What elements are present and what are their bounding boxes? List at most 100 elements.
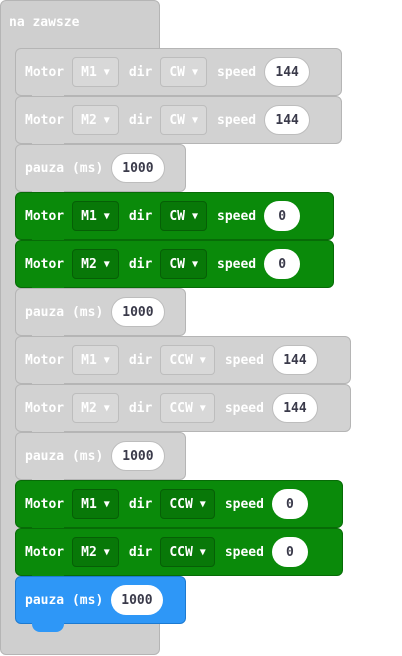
pause-ms-input[interactable]: 1000 — [111, 585, 163, 615]
motor-label: Motor — [25, 208, 65, 224]
dir-select-value: CW — [169, 208, 185, 224]
speed-label: speed — [217, 64, 257, 80]
dropdown-arrow-icon: ▼ — [103, 498, 110, 510]
dir-select[interactable]: CCW▼ — [160, 393, 215, 423]
dropdown-arrow-icon: ▼ — [199, 354, 206, 366]
speed-input[interactable]: 144 — [271, 345, 318, 375]
dropdown-arrow-icon: ▼ — [103, 402, 110, 414]
dir-label: dir — [128, 400, 153, 416]
speed-label: speed — [217, 112, 257, 128]
motor-block[interactable]: Motor M1 ▼ dir CW ▼ speed 144 — [15, 48, 342, 104]
motor-block[interactable]: Motor M2 ▼ dir CW ▼ speed 144 — [15, 96, 342, 152]
dir-select[interactable]: CW ▼ — [160, 105, 207, 135]
motor-select[interactable]: M1 ▼ — [72, 201, 119, 231]
dropdown-arrow-icon: ▼ — [191, 258, 198, 270]
dropdown-arrow-icon: ▼ — [103, 354, 110, 366]
dir-select-value: CW — [169, 256, 185, 272]
motor-block[interactable]: Motor M2 ▼ dir CCW ▼ speed 0 — [15, 528, 343, 584]
motor-select-value: M1 — [81, 64, 97, 80]
dropdown-arrow-icon: ▼ — [191, 66, 198, 78]
speed-input[interactable]: 0 — [271, 537, 308, 567]
motor-select[interactable]: M1 ▼ — [72, 57, 119, 87]
dir-label: dir — [128, 496, 153, 512]
speed-input[interactable]: 144 — [264, 57, 311, 87]
dir-label: dir — [128, 256, 153, 272]
motor-block[interactable]: Motor M1 ▼ dir CW ▼ speed 0 — [15, 192, 334, 248]
dir-label: dir — [128, 352, 153, 368]
dropdown-arrow-icon: ▼ — [199, 546, 206, 558]
dropdown-arrow-icon: ▼ — [103, 546, 110, 558]
motor-select-value: M2 — [81, 400, 97, 416]
dir-select-value: CW — [169, 112, 185, 128]
motor-block[interactable]: Motor M2 ▼ dir CW ▼ speed 0 — [15, 240, 334, 296]
dropdown-arrow-icon: ▼ — [199, 402, 206, 414]
pause-block[interactable]: pauza (ms) 1000 — [15, 576, 186, 632]
motor-select-value: M2 — [81, 256, 97, 272]
speed-input[interactable]: 0 — [264, 201, 301, 231]
dir-label: dir — [128, 544, 153, 560]
speed-label: speed — [224, 400, 264, 416]
pause-ms-input[interactable]: 1000 — [111, 153, 165, 183]
dropdown-arrow-icon: ▼ — [199, 498, 206, 510]
dir-select-value: CCW — [169, 496, 193, 512]
motor-block[interactable]: Motor M2 ▼ dir CCW▼ speed 144 — [15, 384, 351, 440]
motor-select[interactable]: M2 ▼ — [72, 393, 119, 423]
pause-block[interactable]: pauza (ms) 1000 — [15, 432, 186, 488]
speed-label: speed — [224, 352, 264, 368]
motor-label: Motor — [25, 112, 65, 128]
motor-select[interactable]: M1 ▼ — [72, 345, 119, 375]
dir-select[interactable]: CCW ▼ — [160, 345, 215, 375]
speed-input[interactable]: 144 — [271, 393, 318, 423]
dir-select-value: CW — [169, 64, 185, 80]
speed-input[interactable]: 0 — [264, 249, 301, 279]
motor-select-value: M1 — [81, 352, 97, 368]
motor-label: Motor — [25, 352, 65, 368]
pause-label: pauza (ms) — [25, 160, 104, 176]
dropdown-arrow-icon: ▼ — [191, 114, 198, 126]
motor-label: Motor — [25, 64, 65, 80]
motor-label: Motor — [25, 496, 65, 512]
dir-select[interactable]: CCW ▼ — [160, 537, 215, 567]
dropdown-arrow-icon: ▼ — [103, 114, 110, 126]
motor-label: Motor — [25, 256, 65, 272]
motor-select[interactable]: M2 ▼ — [72, 537, 119, 567]
dropdown-arrow-icon: ▼ — [103, 66, 110, 78]
pause-ms-input[interactable]: 1000 — [111, 297, 165, 327]
motor-select-value: M1 — [81, 496, 97, 512]
dir-label: dir — [128, 112, 153, 128]
dir-select[interactable]: CW ▼ — [160, 201, 207, 231]
dir-label: dir — [128, 64, 153, 80]
dir-select[interactable]: CW ▼ — [160, 249, 207, 279]
motor-select[interactable]: M2 ▼ — [72, 249, 119, 279]
pause-block[interactable]: pauza (ms) 1000 — [15, 144, 186, 200]
speed-label: speed — [217, 208, 257, 224]
motor-select[interactable]: M1 ▼ — [72, 489, 119, 519]
speed-label: speed — [224, 544, 264, 560]
motor-select-value: M2 — [81, 112, 97, 128]
pause-label: pauza (ms) — [25, 304, 104, 320]
dir-label: dir — [128, 208, 153, 224]
speed-input[interactable]: 144 — [264, 105, 311, 135]
speed-label: speed — [224, 496, 264, 512]
motor-block[interactable]: Motor M1 ▼ dir CCW ▼ speed 0 — [15, 480, 343, 536]
motor-select-value: M1 — [81, 208, 97, 224]
motor-block[interactable]: Motor M1 ▼ dir CCW ▼ speed 144 — [15, 336, 351, 392]
motor-label: Motor — [25, 544, 65, 560]
dir-select-value: CCW — [169, 544, 193, 560]
speed-input[interactable]: 0 — [271, 489, 308, 519]
pause-block[interactable]: pauza (ms) 1000 — [15, 288, 186, 344]
pause-label: pauza (ms) — [25, 592, 104, 608]
motor-select[interactable]: M2 ▼ — [72, 105, 119, 135]
pause-ms-input[interactable]: 1000 — [111, 441, 165, 471]
pause-label: pauza (ms) — [25, 448, 104, 464]
dropdown-arrow-icon: ▼ — [103, 210, 110, 222]
dropdown-arrow-icon: ▼ — [191, 210, 198, 222]
forever-label: na zawsze — [9, 15, 80, 30]
dir-select[interactable]: CW ▼ — [160, 57, 207, 87]
dropdown-arrow-icon: ▼ — [103, 258, 110, 270]
motor-select-value: M2 — [81, 544, 97, 560]
speed-label: speed — [217, 256, 257, 272]
motor-label: Motor — [25, 400, 65, 416]
dir-select[interactable]: CCW ▼ — [160, 489, 215, 519]
dir-select-value: CCW — [169, 352, 193, 368]
